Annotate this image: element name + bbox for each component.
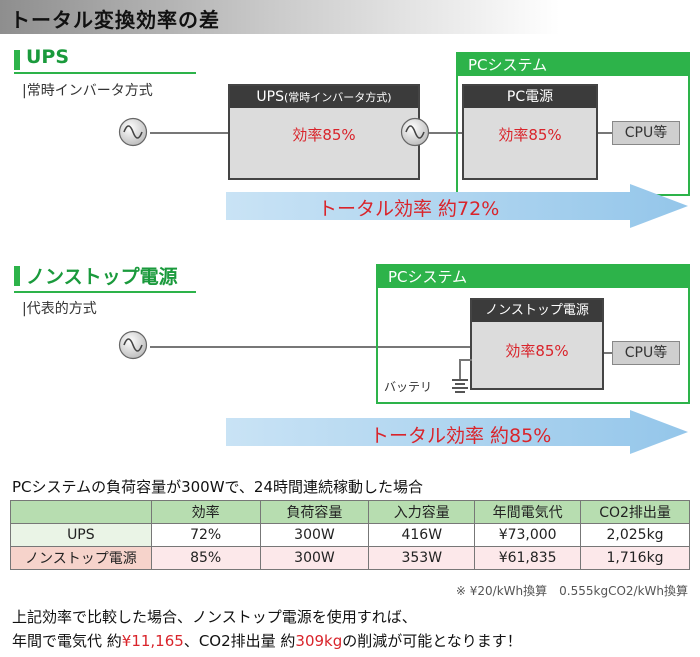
power-wire	[419, 132, 463, 134]
pc-system-frame: PCシステム	[376, 264, 690, 404]
table-row: ノンストップ電源 85% 300W 353W ¥61,835 1,716kg	[10, 546, 690, 570]
nonstop-psu-label: ノンストップ電源	[472, 300, 602, 322]
battery-icon	[452, 359, 472, 393]
ups-box-header: UPS(常時インバータ方式)	[230, 86, 418, 108]
section-underline	[14, 72, 196, 74]
table-caption: PCシステムの負荷容量が300Wで、24時間連続稼動した場合	[12, 478, 424, 496]
section-underline	[14, 291, 196, 293]
cpu-box: CPU等	[612, 121, 680, 145]
table-header-row: 効率 負荷容量 入力容量 年間電気代 CO2排出量	[10, 500, 690, 524]
table-cell: ¥61,835	[474, 546, 582, 570]
pc-system-label: PCシステム	[458, 54, 688, 76]
ups-section-subtitle: |常時インバータ方式	[22, 83, 153, 99]
table-cell: 72%	[150, 523, 261, 547]
nonstop-psu-efficiency: 効率85%	[505, 342, 569, 360]
co2-saving-value: 309kg	[295, 632, 343, 650]
ac-output-icon	[400, 117, 430, 147]
table-cell: UPS	[10, 523, 152, 547]
ac-source-icon	[118, 330, 148, 360]
power-wire	[150, 132, 230, 134]
ups-box: UPS(常時インバータ方式) 効率85%	[228, 84, 420, 180]
ups-efficiency: 効率85%	[292, 126, 356, 144]
table-cell: 300W	[259, 523, 370, 547]
power-wire	[597, 352, 613, 354]
ups-box-sublabel: (常時インバータ方式)	[283, 91, 392, 104]
table-cell: 416W	[368, 523, 476, 547]
table-cell: 1,716kg	[580, 546, 690, 570]
nonstop-total-efficiency: トータル効率 約85%	[370, 425, 552, 447]
pc-system-label: PCシステム	[378, 266, 688, 288]
nonstop-psu-box: ノンストップ電源 効率85%	[470, 298, 604, 390]
pc-psu-box: PC電源 効率85%	[462, 84, 598, 180]
comparison-table: 効率 負荷容量 入力容量 年間電気代 CO2排出量 UPS 72% 300W 4…	[10, 500, 690, 570]
ups-box-label: UPS	[256, 89, 284, 105]
total-efficiency-arrow	[226, 184, 688, 228]
conclusion-line-1: 上記効率で比較した場合、ノンストップ電源を使用すれば、	[12, 608, 417, 626]
table-cell: 353W	[368, 546, 476, 570]
power-wire	[150, 346, 472, 348]
conclusion-text: 年間で電気代 約	[12, 632, 122, 650]
table-header-cell: 効率	[150, 500, 261, 524]
table-header-cell	[10, 500, 152, 524]
ac-source-icon	[118, 117, 148, 147]
total-efficiency-arrow	[226, 410, 688, 454]
pc-psu-label: PC電源	[464, 86, 596, 108]
table-cell: ¥73,000	[474, 523, 582, 547]
page-header	[0, 0, 700, 34]
table-cell: 2,025kg	[580, 523, 690, 547]
power-wire	[597, 132, 613, 134]
table-header-cell: 負荷容量	[259, 500, 370, 524]
table-row: UPS 72% 300W 416W ¥73,000 2,025kg	[10, 523, 690, 547]
table-header-cell: 年間電気代	[474, 500, 582, 524]
section-marker	[14, 50, 20, 70]
battery-label: バッテリ	[384, 380, 433, 394]
table-note: ※ ¥20/kWh換算 0.555kgCO2/kWh換算	[455, 584, 688, 598]
table-cell: ノンストップ電源	[10, 546, 152, 570]
section-marker	[14, 266, 20, 286]
conclusion-text: 、CO2排出量 約	[183, 632, 296, 650]
table-header-cell: CO2排出量	[580, 500, 690, 524]
table-cell: 300W	[259, 546, 370, 570]
ups-section-title: UPS	[26, 46, 70, 68]
ups-total-efficiency: トータル効率 約72%	[318, 198, 500, 220]
conclusion-text: の削減が可能となります！	[342, 632, 522, 650]
table-cell: 85%	[150, 546, 261, 570]
table-header-cell: 入力容量	[368, 500, 476, 524]
pc-system-frame: PCシステム	[456, 52, 690, 196]
page-title: トータル変換効率の差	[10, 8, 220, 32]
cpu-box: CPU等	[612, 341, 680, 365]
conclusion-line-2: 年間で電気代 約¥11,165、CO2排出量 約309kgの削減が可能となります…	[12, 630, 522, 651]
pc-psu-efficiency: 効率85%	[498, 126, 562, 144]
nonstop-section-title: ノンストップ電源	[26, 266, 178, 288]
cost-saving-value: ¥11,165	[121, 632, 184, 650]
nonstop-section-subtitle: |代表的方式	[22, 301, 97, 317]
